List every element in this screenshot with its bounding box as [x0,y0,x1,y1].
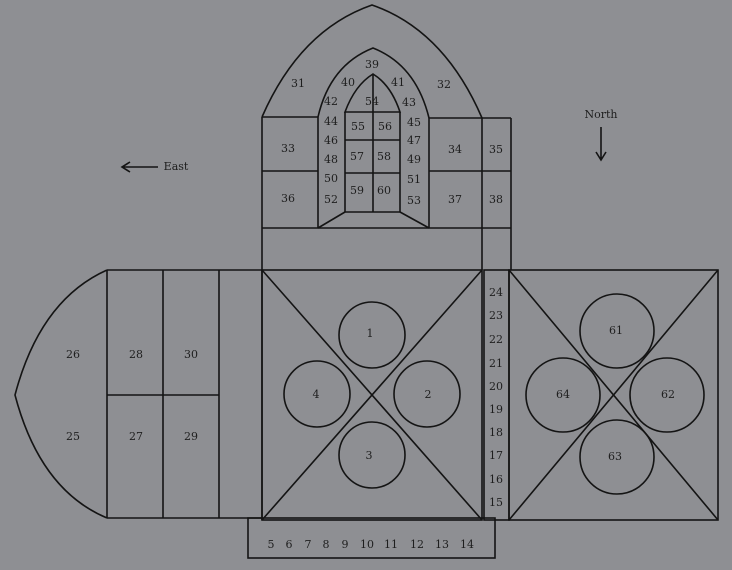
panel-label: 8 [323,538,330,551]
panel-label: 49 [407,153,421,166]
panel-label: 1 [367,327,374,340]
bottom-strip [247,517,496,559]
panel-label: 45 [407,116,421,129]
panel-label: 42 [324,95,338,108]
panel-label: 29 [184,430,198,443]
panel-label: 39 [365,58,379,71]
panel-label: 38 [489,193,503,206]
panel-label: 16 [489,473,503,486]
panel-label: 59 [350,184,364,197]
panel-label: 61 [609,324,623,337]
panel-label: 3 [366,449,373,462]
panel-label: 15 [489,496,503,509]
panel-label: 36 [281,192,295,205]
innermost-arch [343,73,402,113]
panel-label: 47 [407,134,421,147]
panel-label: 50 [324,172,338,185]
panel-label: 51 [407,173,421,186]
diagram-lines [14,4,719,559]
panel-label: 12 [410,538,424,551]
panel-label: 34 [448,143,462,156]
panel-label: 14 [460,538,474,551]
panel-label: 11 [384,538,398,551]
panel-label: 17 [489,449,503,462]
panel-label: 5 [268,538,275,551]
right-square [508,269,719,521]
left-apse [14,269,108,519]
north-arrow-icon [595,127,607,162]
left-labels: 25 26 27 28 29 30 [66,348,198,443]
east-arrow-icon [120,161,158,173]
panel-label: 26 [66,348,80,361]
strip-labels: 24 23 22 21 20 19 18 17 16 15 [489,286,503,509]
panel-label: 10 [360,538,374,551]
center-labels: 1 2 3 4 [313,327,432,462]
panel-label: 58 [377,150,391,163]
panel-label: 25 [66,430,80,443]
panel-label: 7 [305,538,312,551]
window-labels: 39 40 41 42 43 44 45 46 47 48 49 50 51 5… [324,58,421,207]
panel-label: 32 [437,78,451,91]
panel-label: 30 [184,348,198,361]
panel-label: 56 [378,120,392,133]
panel-label: 40 [341,76,355,89]
panel-label: 4 [313,388,320,401]
panel-label: 28 [129,348,143,361]
panel-label: 52 [324,193,338,206]
panel-label: 46 [324,134,338,147]
panel-label: 24 [489,286,503,299]
panel-label: 18 [489,426,503,439]
panel-label: 21 [489,357,503,370]
panel-label: 48 [324,153,338,166]
panel-label: 27 [129,430,143,443]
panel-label: 62 [661,388,675,401]
panel-label: 35 [489,143,503,156]
inner-arch [317,47,430,119]
panel-label: 13 [435,538,449,551]
panel-label: 63 [608,450,622,463]
panel-label: 53 [407,194,421,207]
panel-label: 23 [489,309,503,322]
panel-label: 54 [365,95,379,108]
panel-label: 57 [350,150,364,163]
panel-label: 2 [425,388,432,401]
panel-label: 9 [342,538,349,551]
panel-label: 44 [324,115,338,128]
panel-label: 43 [402,96,416,109]
center-square [261,269,483,521]
panel-label: 60 [377,184,391,197]
right-labels: 61 62 63 64 [556,324,675,463]
panel-label: 37 [448,193,462,206]
panel-label: 64 [556,388,570,401]
panel-label: 55 [351,120,365,133]
panel-label: 31 [291,77,305,90]
panel-label: 6 [286,538,293,551]
panel-label: 22 [489,333,503,346]
bottom-labels: 5 6 7 8 9 10 11 12 13 14 [268,538,475,551]
panel-label: 19 [489,403,503,416]
east-label: East [164,160,189,173]
arch-labels: 31 32 33 34 35 36 37 38 [281,77,503,206]
outer-arch [261,4,483,119]
panel-label: 20 [489,380,503,393]
panel-label: 33 [281,142,295,155]
north-label: North [584,108,617,121]
panel-label: 41 [391,76,405,89]
